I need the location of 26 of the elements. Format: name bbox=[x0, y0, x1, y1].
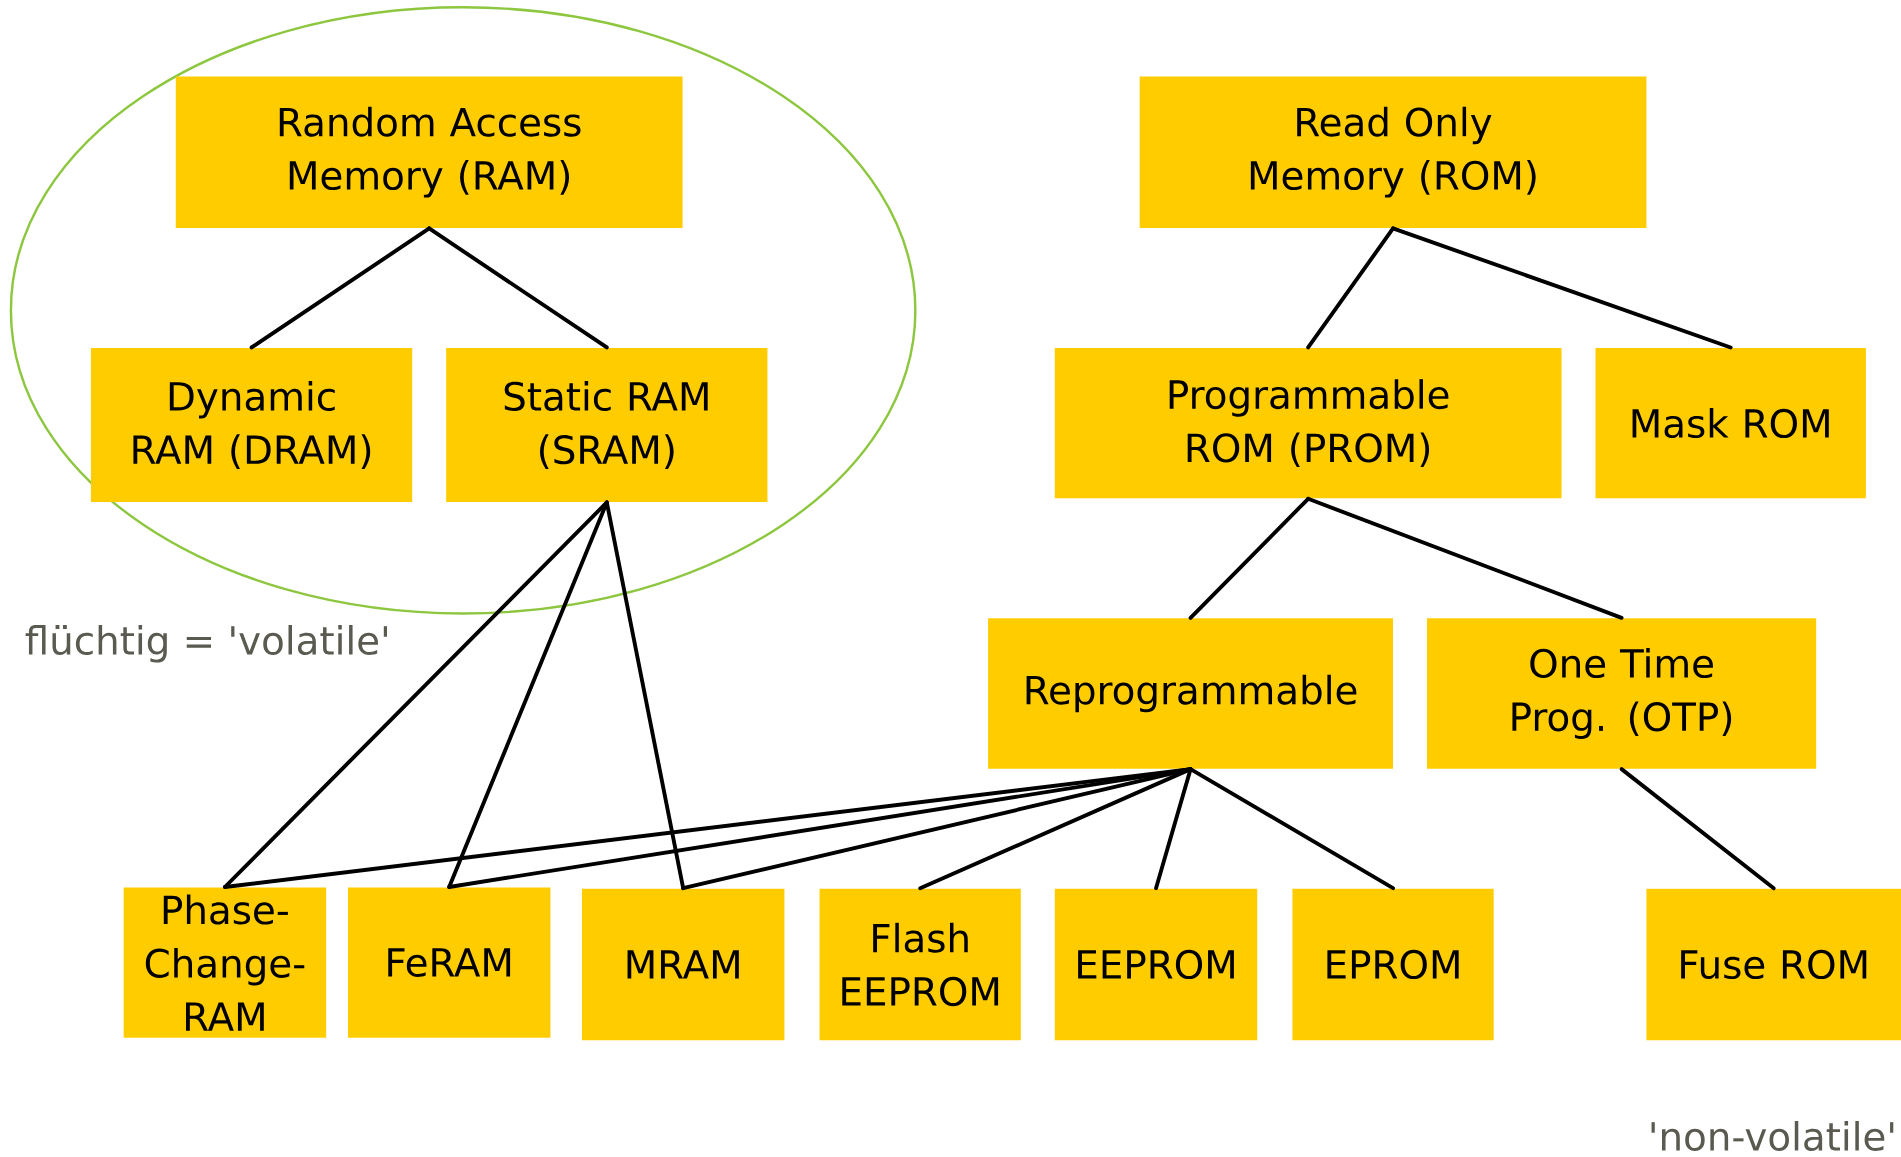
memory-box: Mask ROM bbox=[1595, 348, 1866, 499]
memory-box: Fuse ROM bbox=[1646, 888, 1901, 1041]
memory-box: EEPROM bbox=[1054, 888, 1258, 1041]
connector-line bbox=[1188, 497, 1311, 620]
connector-line bbox=[1306, 226, 1395, 350]
connector-line bbox=[427, 226, 609, 350]
connector-line bbox=[1154, 767, 1193, 891]
connector-line bbox=[1391, 226, 1733, 350]
memory-box: One Time Prog. (OTP) bbox=[1427, 618, 1817, 769]
memory-box: Phase-Change-RAM bbox=[123, 887, 327, 1038]
memory-box: Static RAM (SRAM) bbox=[446, 348, 768, 503]
note-text: flüchtig = 'volatile' bbox=[25, 625, 387, 663]
connector-line bbox=[1619, 767, 1776, 891]
note-text: 'non-volatile' bbox=[1651, 1121, 1894, 1152]
memory-box: Reprogrammable bbox=[988, 618, 1394, 769]
memory-box: Programmable ROM (PROM) bbox=[1054, 348, 1562, 499]
connector-line bbox=[1188, 767, 1395, 891]
memory-box: MRAM bbox=[581, 888, 785, 1041]
memory-box: Read Only Memory (ROM) bbox=[1139, 76, 1647, 229]
memory-box: EPROM bbox=[1292, 888, 1494, 1041]
memory-box: FeRAM bbox=[347, 887, 551, 1038]
memory-box: Random Access Memory (RAM) bbox=[175, 76, 683, 229]
memory-box: Flash EEPROM bbox=[819, 888, 1021, 1041]
connector-line bbox=[249, 226, 432, 350]
memory-box: Dynamic RAM (DRAM) bbox=[90, 348, 413, 503]
connector-line bbox=[1306, 497, 1624, 620]
